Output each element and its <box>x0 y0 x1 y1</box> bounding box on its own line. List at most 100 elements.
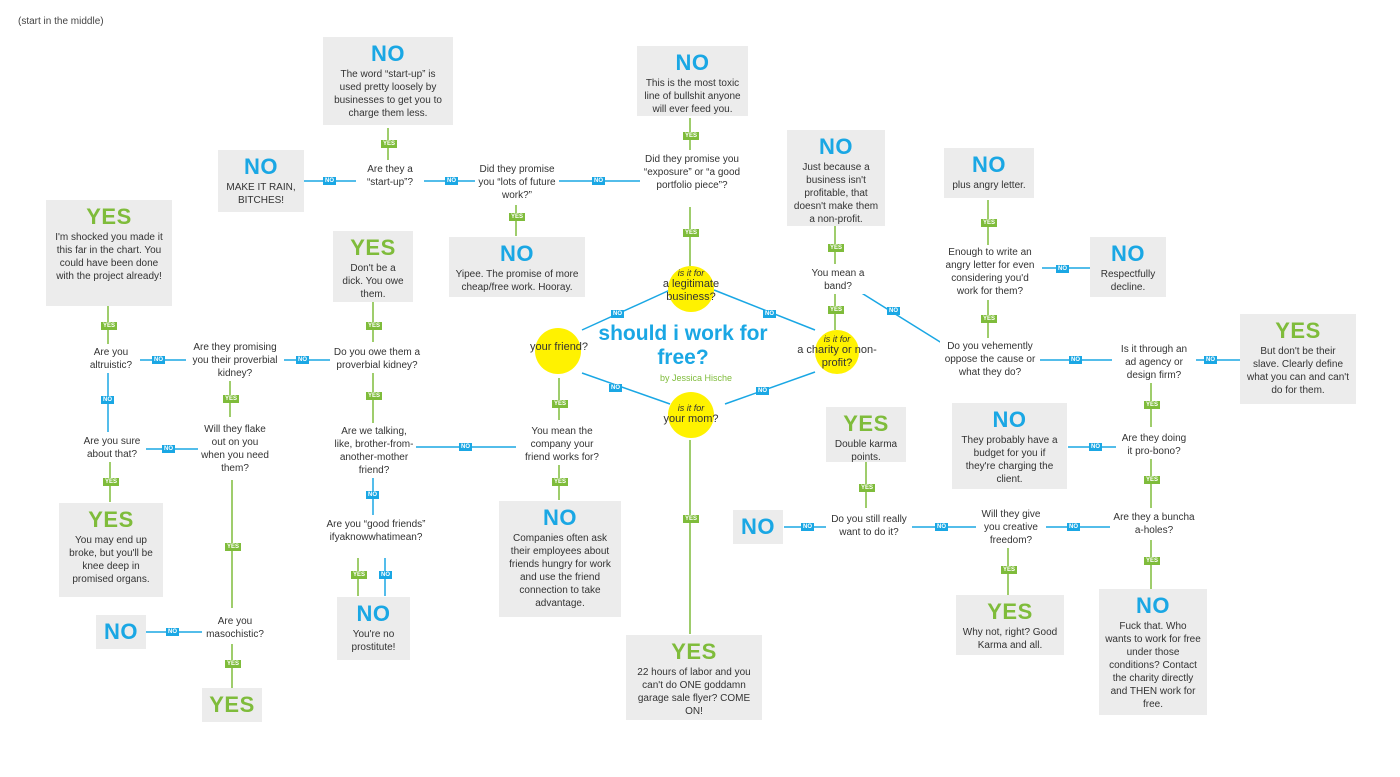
box-no-angry-letter: NO plus angry letter. <box>944 148 1034 198</box>
tag-yes: YES <box>103 478 120 486</box>
q-flake: Will they flake out on you when you need… <box>198 422 272 476</box>
tag-yes: YES <box>1144 401 1161 409</box>
yes-heading: YES <box>86 204 132 229</box>
box-no-budget: NO They probably have a budget for you i… <box>952 403 1067 489</box>
box-text: Double karma points. <box>834 439 898 463</box>
tag-yes: YES <box>683 132 700 140</box>
circle-charity <box>815 330 859 374</box>
box-text: Fuck that. Who wants to work for free un… <box>1105 621 1201 710</box>
box-text: 22 hours of labor and you can't do ONE g… <box>637 667 751 717</box>
no-heading: NO <box>371 41 405 66</box>
tag-yes: YES <box>101 322 118 330</box>
q-angry-letter: Enough to write an angry letter for even… <box>938 245 1042 299</box>
no-heading: NO <box>500 241 534 266</box>
legit-prefix: is it for <box>677 268 705 278</box>
no-heading: NO <box>972 152 1006 177</box>
box-text: MAKE IT RAIN, BITCHES! <box>226 182 296 206</box>
box-text: But don't be their slave. Clearly define… <box>1247 346 1349 396</box>
tag-no: NO <box>609 384 622 392</box>
tag-no: NO <box>379 571 392 579</box>
yes-heading: YES <box>88 507 134 532</box>
tag-no: NO <box>101 396 114 404</box>
mom-prefix: is it for <box>677 403 705 413</box>
box-text: Yipee. The promise of more cheap/free wo… <box>455 269 579 293</box>
box-no-startup: NO The word “start-up” is used pretty lo… <box>323 37 453 125</box>
box-text: plus angry letter. <box>952 180 1026 191</box>
tag-no: NO <box>445 177 458 185</box>
tag-yes: YES <box>225 543 242 551</box>
box-text: Don't be a dick. You owe them. <box>342 263 404 300</box>
tag-no: NO <box>152 356 165 364</box>
tag-no: NO <box>592 177 605 185</box>
tag-no: NO <box>763 310 776 318</box>
q-altruistic: Are you altruistic? <box>82 345 140 373</box>
circle-legitimate-business <box>668 266 714 312</box>
box-yes-broke: YES You may end up broke, but you'll be … <box>59 503 163 597</box>
tag-no: NO <box>366 491 379 499</box>
no-heading: NO <box>1111 241 1145 266</box>
circle-mom <box>668 392 714 438</box>
box-no-yipee: NO Yipee. The promise of more cheap/free… <box>449 237 585 297</box>
no-heading: NO <box>675 50 710 75</box>
box-yes-shocked: YES I'm shocked you made it this far in … <box>46 200 172 306</box>
box-text: Just because a business isn't profitable… <box>793 162 879 225</box>
tag-yes: YES <box>366 322 383 330</box>
no-heading: NO <box>543 505 577 530</box>
legit-label: a legitimate business? <box>662 278 720 303</box>
tag-yes: YES <box>683 229 700 237</box>
box-text: They probably have a budget for you if t… <box>961 435 1058 485</box>
tag-no: NO <box>935 523 948 531</box>
tag-yes: YES <box>1144 557 1161 565</box>
box-no-make-it-rain: NO MAKE IT RAIN, BITCHES! <box>218 150 304 212</box>
box-no-prostitute: NO You're no prostitute! <box>337 597 410 660</box>
tag-yes: YES <box>552 400 569 408</box>
q-still-want: Do you still really want to do it? <box>826 512 912 540</box>
box-no-still-want: NO <box>733 510 783 544</box>
no-heading: NO <box>104 619 138 644</box>
tag-yes: YES <box>859 484 876 492</box>
tag-yes: YES <box>1144 476 1161 484</box>
q-brother: Are we talking, like, brother-from-anoth… <box>332 424 416 478</box>
q-pro-bono: Are they doing it pro-bono? <box>1116 431 1192 459</box>
box-yes-mom: YES 22 hours of labor and you can't do O… <box>626 635 762 720</box>
q-sure: Are you sure about that? <box>78 434 146 462</box>
no-heading: NO <box>356 601 391 626</box>
box-no-toxic: NO This is the most toxic line of bullsh… <box>637 46 748 116</box>
label-legitimate-business: is it for a legitimate business? <box>651 268 731 304</box>
yes-heading: YES <box>843 411 889 436</box>
tag-no: NO <box>1089 443 1102 451</box>
label-charity: is it for a charity or non-profit? <box>796 334 878 370</box>
q-future-work: Did they promise you “lots of future wor… <box>475 162 559 203</box>
box-text: Companies often ask their employees abou… <box>509 533 611 609</box>
no-heading: NO <box>992 407 1027 432</box>
label-friend: your friend? <box>520 341 598 354</box>
charity-label: a charity or non-profit? <box>797 344 877 369</box>
q-masochistic: Are you masochistic? <box>202 614 268 642</box>
mom-label: your mom? <box>663 413 719 425</box>
q-oppose-cause: Do you vehemently oppose the cause or wh… <box>940 339 1040 380</box>
tag-yes: YES <box>683 515 700 523</box>
yes-heading: YES <box>209 692 255 717</box>
box-no-masochistic: NO <box>96 615 146 649</box>
q-friend-company: You mean the company your friend works f… <box>516 424 608 465</box>
tag-yes: YES <box>828 306 845 314</box>
box-yes-double-karma: YES Double karma points. <box>826 407 906 463</box>
tag-no: NO <box>1069 356 1082 364</box>
no-heading: NO <box>819 134 853 159</box>
box-yes-slave: YES But don't be their slave. Clearly de… <box>1240 314 1356 404</box>
q-exposure: Did they promise you “exposure” or “a go… <box>640 152 744 193</box>
tag-no: NO <box>162 445 175 453</box>
start-note: (start in the middle) <box>18 16 104 27</box>
tag-no: NO <box>801 523 814 531</box>
tag-no: NO <box>611 310 624 318</box>
tag-yes: YES <box>828 244 845 252</box>
tag-yes: YES <box>225 660 242 668</box>
no-heading: NO <box>244 154 278 179</box>
yes-heading: YES <box>1275 318 1321 343</box>
tag-yes: YES <box>509 213 526 221</box>
box-yes-masochistic: YES <box>202 688 262 722</box>
tag-no: NO <box>296 356 309 364</box>
tag-no: NO <box>887 307 900 315</box>
tag-no: NO <box>459 443 472 451</box>
tag-no: NO <box>1204 356 1217 364</box>
